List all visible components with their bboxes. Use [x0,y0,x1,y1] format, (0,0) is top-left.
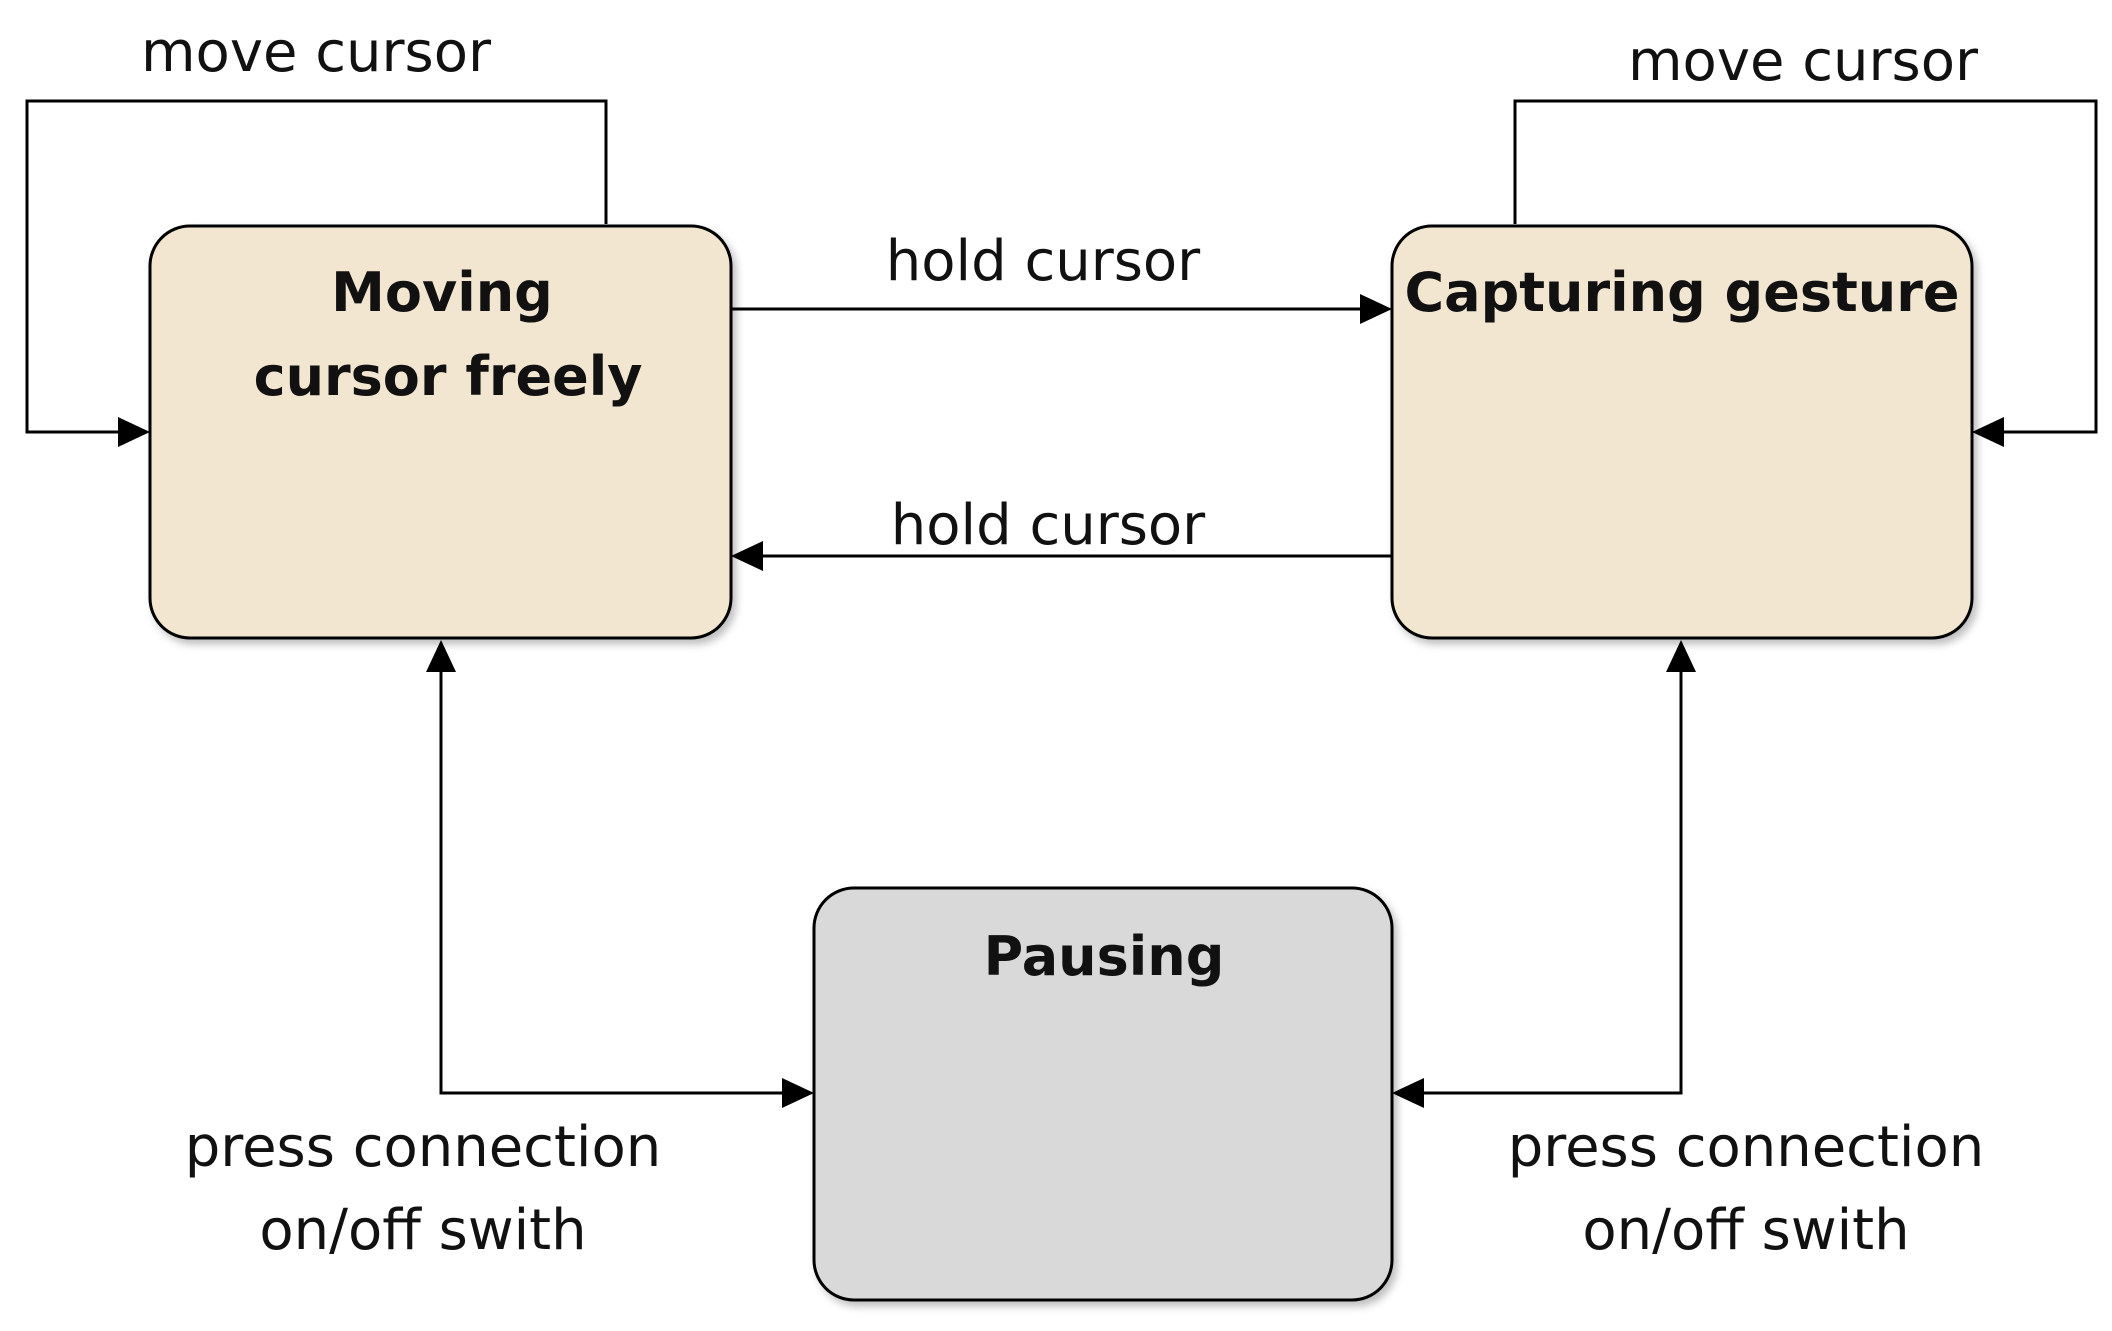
arrowhead-to-pausing-right [1392,1078,1424,1108]
label-left-switch-line2: on/off swith [259,1198,586,1263]
arrowhead-to-capturing [1360,294,1392,324]
label-right-switch-line2: on/off swith [1582,1198,1909,1263]
label-capturing-self-loop: move cursor [1628,29,1979,94]
state-moving-title-line1: Moving [331,261,553,324]
state-pausing-title: Pausing [984,925,1225,988]
arrowhead-moving-self [118,417,150,447]
label-moving-to-capturing: hold cursor [886,229,1201,294]
state-pausing [812,886,1394,1302]
arrowhead-to-pausing-left [782,1078,814,1108]
state-capturing-box [1390,224,1974,640]
edge-capturing-self-loop [1513,99,2098,434]
arrowhead-to-moving [731,541,763,571]
label-capturing-to-moving: hold cursor [891,493,1206,558]
edge-capturing-pausing [1422,670,1683,1095]
state-capturing-gesture [1390,224,1974,640]
label-left-switch-line1: press connection [185,1115,662,1180]
label-right-switch-line1: press connection [1508,1115,1985,1180]
state-moving-box [148,224,733,640]
edge-moving-self-loop [25,99,608,434]
state-moving-title-line2: cursor freely [254,345,643,408]
state-capturing-title: Capturing gesture [1405,261,1960,324]
state-pausing-box [812,886,1394,1302]
arrowhead-capturing-self [1972,417,2004,447]
state-moving-cursor-freely [148,224,733,640]
label-moving-self-loop: move cursor [141,20,492,85]
edge-moving-pausing [439,670,784,1095]
arrowhead-up-capturing [1666,640,1696,672]
arrowhead-up-moving [426,640,456,672]
